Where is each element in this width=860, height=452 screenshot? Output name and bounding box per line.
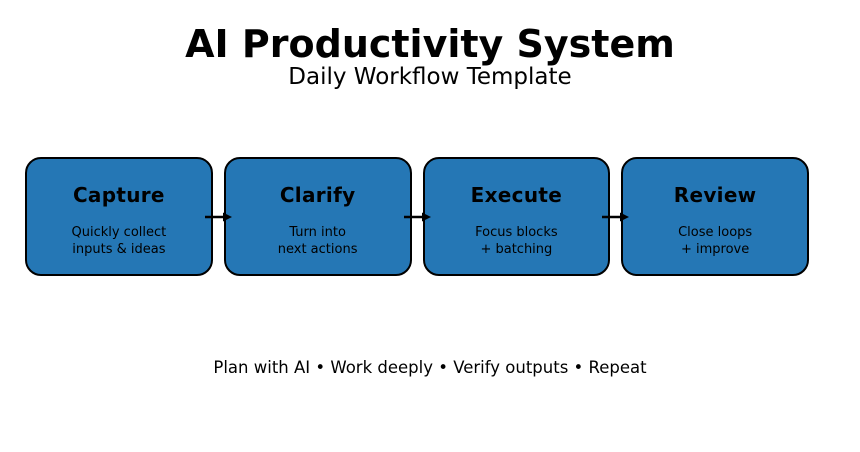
- page-subtitle: Daily Workflow Template: [288, 64, 572, 90]
- workflow-step-capture: Capture Quickly collect inputs & ideas: [25, 157, 213, 276]
- connector-gap: [204, 157, 232, 276]
- connector-gap: [403, 157, 431, 276]
- step-title: Clarify: [279, 183, 356, 207]
- footer-tagline: Plan with AI • Work deeply • Verify outp…: [213, 358, 647, 377]
- step-title: Execute: [470, 183, 563, 207]
- workflow-row: Capture Quickly collect inputs & ideas C…: [25, 157, 809, 276]
- step-description: Quickly collect inputs & ideas: [71, 225, 167, 257]
- workflow-step-review: Review Close loops + improve: [621, 157, 809, 276]
- page-title: AI Productivity System: [185, 22, 675, 66]
- right-arrow-icon: [204, 212, 232, 221]
- step-description: Focus blocks + batching: [475, 225, 558, 257]
- step-title: Capture: [72, 183, 165, 207]
- workflow-step-execute: Execute Focus blocks + batching: [422, 157, 611, 276]
- right-arrow-icon: [602, 212, 630, 221]
- step-description: Close loops + improve: [678, 225, 753, 257]
- workflow-step-clarify: Clarify Turn into next actions: [223, 157, 412, 276]
- connector-gap: [602, 157, 630, 276]
- step-description: Turn into next actions: [277, 225, 358, 257]
- right-arrow-icon: [403, 212, 431, 221]
- step-title: Review: [673, 183, 757, 207]
